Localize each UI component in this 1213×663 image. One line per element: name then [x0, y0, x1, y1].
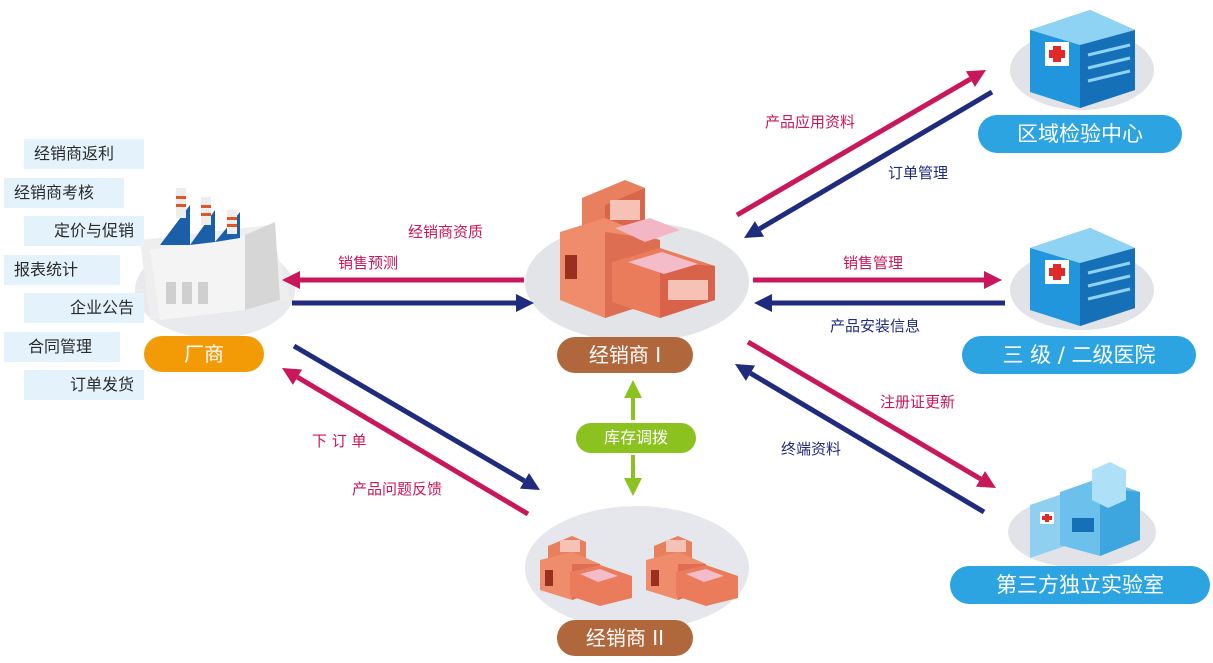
dealer1-badge: 经销商 I — [557, 337, 693, 373]
regional-lab-illustration — [1010, 10, 1154, 110]
arrow-dealer1-to-regional-lab — [735, 70, 986, 218]
dealer2-illustration — [525, 506, 749, 630]
tag-contract-management: 合同管理 — [4, 332, 120, 362]
regional-lab-badge: 区域检验中心 — [978, 115, 1182, 153]
label-order-management: 订单管理 — [888, 164, 949, 182]
arrow-dealer1-to-hospital — [753, 271, 1002, 289]
label-dealer-qualification: 经销商资质 — [408, 223, 484, 241]
arrow-manufacturer-to-dealer2 — [292, 343, 540, 490]
third-party-lab-illustration — [1008, 462, 1156, 568]
tag-order-shipping: 订单发货 — [24, 370, 144, 400]
label-terminal-data: 终端资料 — [781, 440, 842, 458]
arrow-hospital-to-dealer1 — [754, 294, 1005, 312]
hospital-illustration — [1010, 228, 1154, 330]
third-party-lab-badge: 第三方独立实验室 — [950, 566, 1210, 604]
arrow-dealer2-to-manufacturer — [282, 368, 530, 517]
arrow-dealer1-to-third-party-lab — [746, 339, 996, 488]
tag-dealer-assessment: 经销商考核 — [4, 178, 124, 208]
tag-pricing-promotion: 定价与促销 — [24, 216, 144, 246]
inventory-transfer-badge: 库存调拨 — [576, 423, 696, 453]
tag-report-statistics: 报表统计 — [4, 255, 120, 285]
arrow-inventory-down — [624, 455, 642, 496]
label-product-application: 产品应用资料 — [765, 113, 856, 131]
arrow-inventory-up — [624, 380, 642, 420]
tag-dealer-rebate: 经销商返利 — [24, 139, 144, 169]
arrow-third-party-lab-to-dealer1 — [735, 364, 986, 515]
hospital-badge: 三 级 / 二级医院 — [962, 336, 1196, 374]
dealer1-illustration — [525, 180, 749, 342]
arrow-regional-lab-to-dealer1 — [744, 89, 994, 238]
label-product-feedback: 产品问题反馈 — [352, 480, 443, 498]
label-sales-management: 销售管理 — [843, 254, 904, 272]
label-place-order: 下 订 单 — [312, 432, 367, 450]
arrow-manufacturer-to-dealer1 — [292, 294, 534, 312]
dealer2-badge: 经销商 II — [557, 620, 693, 656]
label-registration-update: 注册证更新 — [880, 393, 956, 411]
factory-illustration — [135, 188, 295, 338]
tag-company-announcement: 企业公告 — [24, 293, 144, 323]
manufacturer-badge: 厂商 — [144, 336, 264, 372]
arrow-dealer1-to-manufacturer — [282, 271, 524, 289]
label-sales-forecast: 销售预测 — [338, 254, 399, 272]
label-installation-info: 产品安装信息 — [830, 317, 921, 335]
